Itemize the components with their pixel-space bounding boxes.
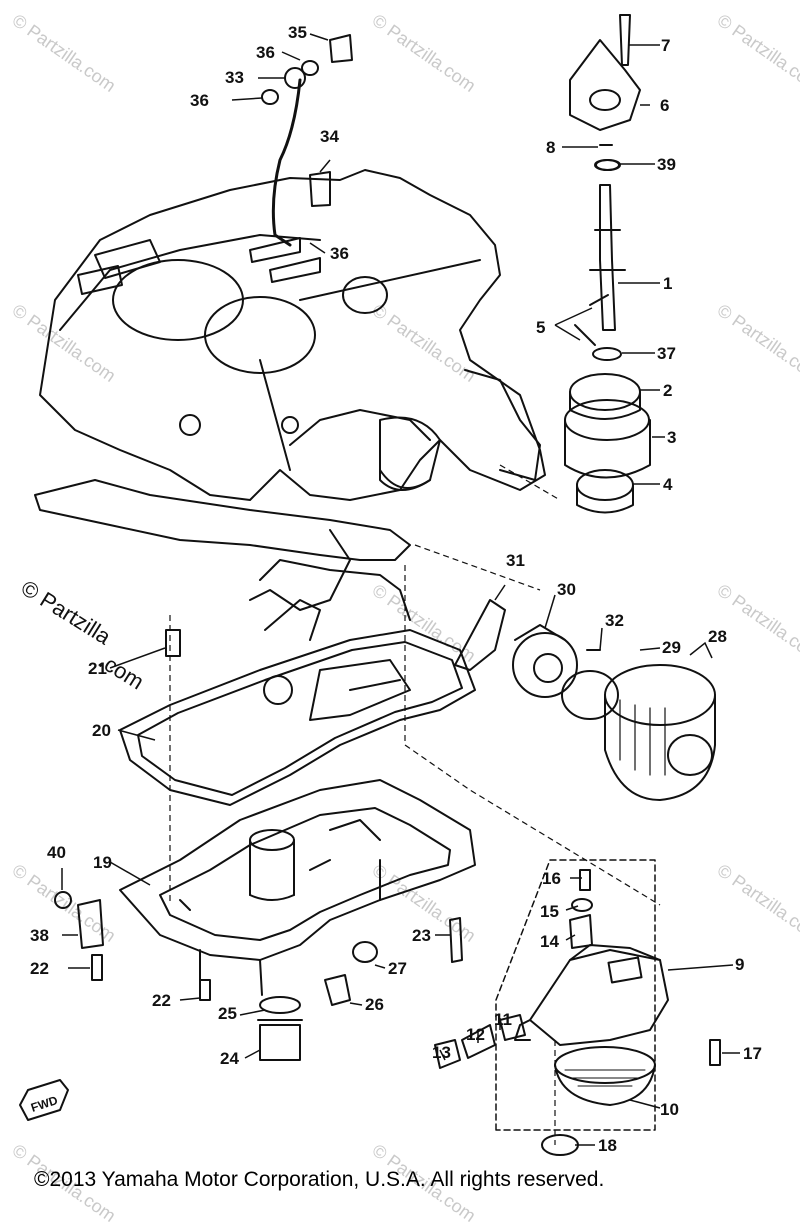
screw-16 [579, 869, 591, 891]
callout-10: 10 [660, 1100, 679, 1119]
bolt-22 [91, 954, 103, 981]
callout-21: 21 [88, 659, 107, 678]
bracket [454, 599, 506, 671]
oil-filter [604, 664, 716, 801]
gasket-18 [541, 1134, 579, 1156]
oil-pan [119, 779, 476, 996]
callout-30: 30 [557, 580, 576, 599]
callout-32: 32 [605, 611, 624, 630]
bolt-17 [709, 1039, 721, 1066]
oil-pump-shaft [589, 159, 626, 361]
spring-14 [569, 914, 593, 949]
valve-11 [499, 1014, 526, 1041]
callout-28: 28 [708, 627, 727, 646]
callout-18: 18 [598, 1136, 617, 1155]
callout-33: 33 [225, 68, 244, 87]
strainer-assembly-box [495, 859, 656, 1131]
callout-39: 39 [657, 155, 676, 174]
reference-line [499, 464, 561, 501]
callout-8: 8 [546, 138, 555, 157]
strainer-screen [554, 1046, 656, 1106]
oil-strainer-plug [257, 1019, 303, 1061]
reference-line [404, 565, 661, 906]
callout-17: 17 [743, 1044, 762, 1063]
strainer-housing [514, 944, 669, 1046]
callout-40: 40 [47, 843, 66, 862]
callout-7: 7 [661, 36, 670, 55]
oil-pump [564, 373, 651, 514]
callout-13: 13 [432, 1043, 451, 1062]
callout-23: 23 [412, 926, 431, 945]
callout-22b: 22 [152, 991, 171, 1010]
nut-40 [54, 891, 72, 909]
ball-15 [571, 898, 593, 912]
o-ring-25 [259, 996, 301, 1014]
callout-11: 11 [494, 1010, 512, 1029]
bracket-38 [77, 899, 104, 949]
callout-24: 24 [220, 1049, 239, 1068]
callout-34: 34 [320, 127, 339, 146]
crankcase [39, 169, 546, 501]
callout-27: 27 [388, 959, 407, 978]
reference-line [414, 544, 541, 591]
callout-29: 29 [662, 638, 681, 657]
callout-3: 3 [667, 428, 676, 447]
o-ring [561, 670, 619, 720]
pin-5 [574, 294, 609, 346]
washer-39 [594, 159, 620, 171]
callout-4: 4 [663, 475, 673, 494]
callout-36-left: 36 [190, 91, 209, 110]
crankcase-lower-flange [34, 479, 411, 621]
spring-12 [461, 1024, 496, 1059]
callout-2: 2 [663, 381, 672, 400]
oil-pipe [261, 34, 353, 247]
oil-pan-gasket [119, 599, 476, 806]
callout-20: 20 [92, 721, 111, 740]
callout-19: 19 [93, 853, 112, 872]
drain-plug [324, 974, 351, 1006]
callout-16: 16 [542, 869, 561, 888]
plug-13 [434, 1039, 461, 1069]
callout-37: 37 [657, 344, 676, 363]
callout-12: 12 [466, 1025, 485, 1044]
callout-25: 25 [218, 1004, 237, 1023]
callout-22: 22 [30, 959, 49, 978]
filter-housing [512, 624, 578, 698]
pump-cover [569, 14, 641, 131]
callout-26: 26 [365, 995, 384, 1014]
callout-38: 38 [30, 926, 49, 945]
copyright-notice: ©2013 Yamaha Motor Corporation, U.S.A. A… [34, 1168, 605, 1191]
callout-5: 5 [536, 318, 545, 337]
callout-15: 15 [540, 902, 559, 921]
callout-labels: 1 2 3 4 5 6 7 8 9 10 11 12 13 14 15 16 1… [30, 23, 762, 1155]
callout-9: 9 [735, 955, 744, 974]
callout-35: 35 [288, 23, 307, 42]
dowel-pin [165, 629, 181, 657]
callout-6: 6 [660, 96, 669, 115]
callout-14: 14 [540, 932, 559, 951]
callout-1: 1 [663, 274, 672, 293]
exploded-parts-diagram: 1 2 3 4 5 6 7 8 9 10 11 12 13 14 15 16 1… [19, 14, 762, 1156]
bolt-23 [449, 917, 463, 963]
washer-27 [352, 941, 378, 963]
callout-36-right: 36 [330, 244, 349, 263]
callout-31: 31 [506, 551, 525, 570]
fwd-arrow [19, 1079, 69, 1121]
bolt-22b [199, 979, 211, 1001]
callout-36-top: 36 [256, 43, 275, 62]
